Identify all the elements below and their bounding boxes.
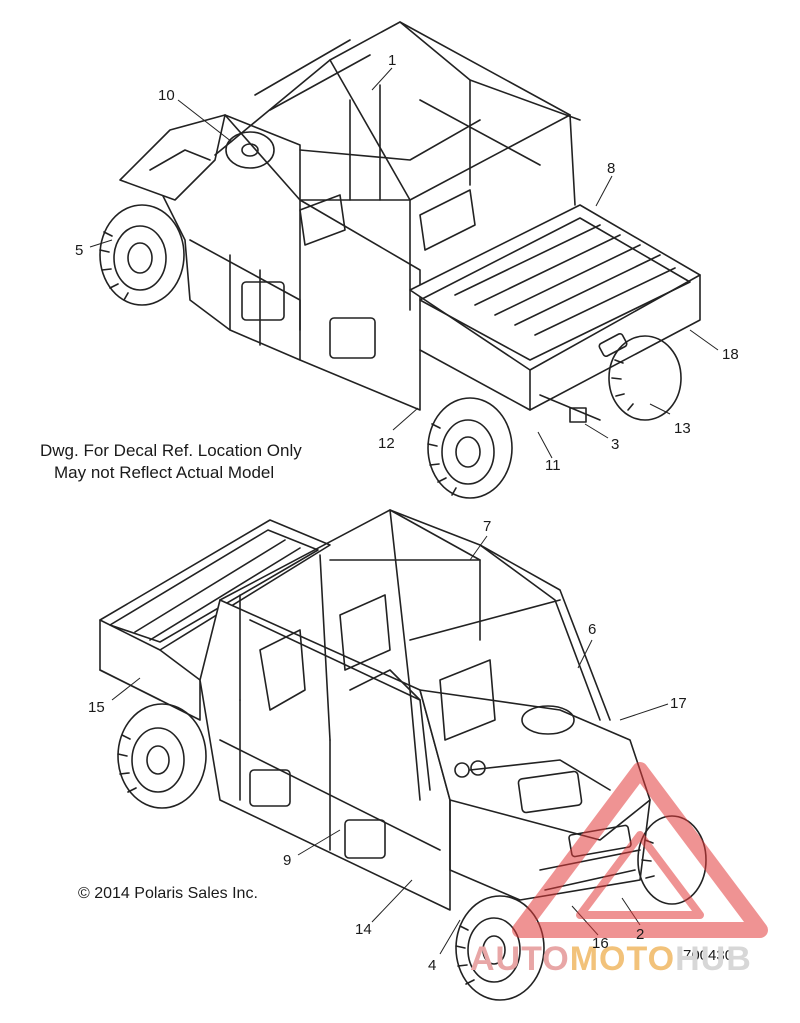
callout-15: 15 [88, 699, 105, 716]
top-leader-lines [89, 67, 719, 459]
watermark-text: AUTOMOTOHUB [470, 940, 752, 979]
copyright-text: © 2014 Polaris Sales Inc. [78, 885, 258, 902]
callout-10: 10 [158, 87, 175, 104]
callout-14: 14 [355, 921, 372, 938]
bottom-front-right-wheel [637, 815, 707, 905]
watermark-part-1: AUTO [470, 940, 570, 978]
callout-13: 13 [674, 420, 691, 437]
callout-7: 7 [483, 518, 492, 535]
drawing-number: 700430 [683, 947, 734, 964]
watermark-logo [512, 762, 768, 938]
top-rear-right-wheel [427, 397, 513, 499]
top-vehicle [99, 21, 701, 499]
callout-3: 3 [611, 436, 620, 453]
bottom-rear-left-wheel [117, 703, 207, 809]
watermark-part-2: MOTO [569, 940, 676, 978]
callout-12: 12 [378, 435, 395, 452]
callout-9: 9 [283, 852, 292, 869]
top-front-left-wheel [99, 204, 185, 306]
callout-2: 2 [636, 926, 645, 943]
callout-16: 16 [592, 935, 609, 952]
callout-5: 5 [75, 242, 84, 259]
callout-8: 8 [607, 160, 616, 177]
callout-4: 4 [428, 957, 437, 974]
callout-18: 18 [722, 346, 739, 363]
watermark-part-3: HUB [675, 940, 752, 978]
top-rear-left-wheel [608, 335, 682, 421]
bottom-vehicle [99, 509, 707, 1001]
callout-1: 1 [388, 52, 397, 69]
callout-17: 17 [670, 695, 687, 712]
callout-6: 6 [588, 621, 597, 638]
reference-note-line-2: May not Reflect Actual Model [54, 463, 275, 482]
reference-note-line-1: Dwg. For Decal Ref. Location Only [40, 441, 302, 460]
callout-11: 11 [545, 457, 561, 474]
